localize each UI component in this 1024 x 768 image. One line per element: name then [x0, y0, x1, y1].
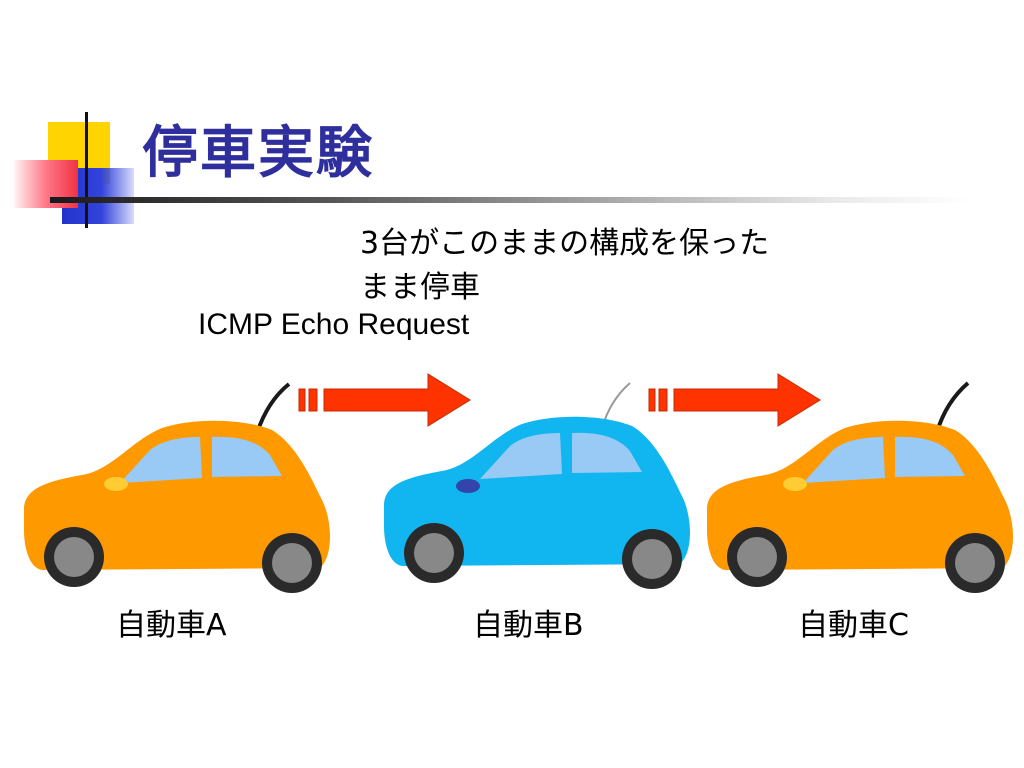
car-a-label: 自動車A	[116, 608, 227, 643]
packet-arrow-icon	[298, 373, 471, 427]
car-c-icon	[707, 381, 1013, 593]
car-b-icon	[384, 382, 690, 589]
description-line-2: まま停車	[360, 270, 480, 305]
headlight	[104, 477, 128, 491]
antenna-icon	[935, 381, 970, 433]
corner-vertical-line	[85, 112, 88, 228]
car-a-icon	[24, 382, 330, 593]
headlight	[456, 479, 480, 493]
headlight	[783, 477, 807, 491]
antenna-icon	[255, 382, 291, 434]
packet-label: ICMP Echo Request	[198, 308, 470, 341]
slide-title: 停車実験	[142, 121, 374, 186]
experiment-description: 3台がこのままの構成を保った まま停車	[360, 222, 769, 310]
description-line-1: 3台がこのままの構成を保った	[360, 226, 770, 261]
packet-arrow-icon	[648, 373, 821, 427]
car-b-label: 自動車B	[473, 608, 584, 643]
title-underline	[50, 197, 970, 203]
car-c-label: 自動車C	[798, 608, 909, 643]
